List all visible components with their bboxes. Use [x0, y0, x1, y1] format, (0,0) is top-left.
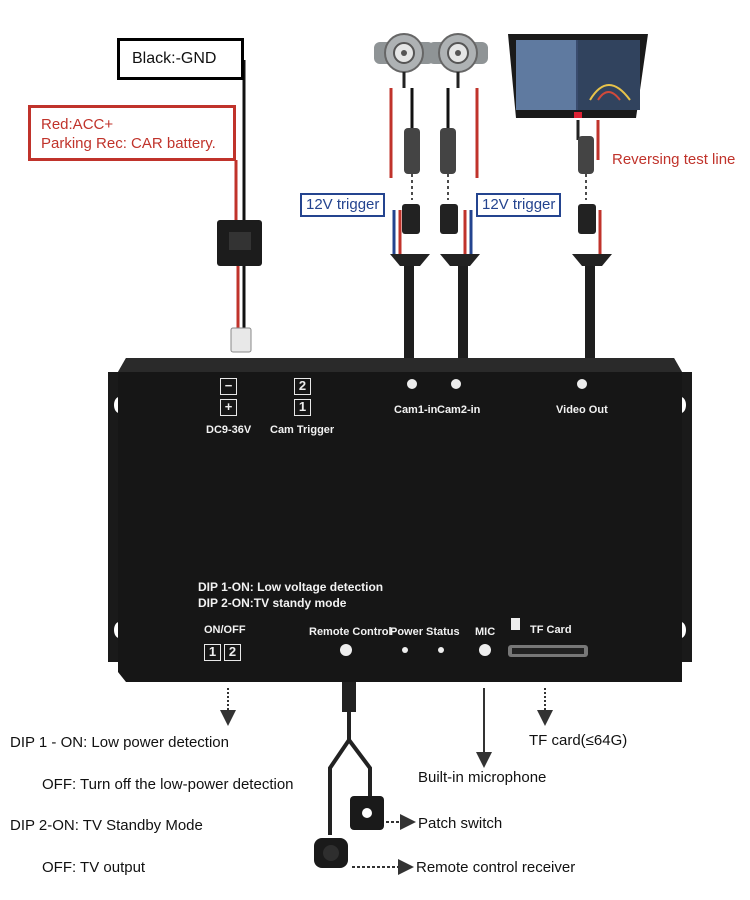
arrows: [220, 688, 553, 875]
tf-card-slot-label: TF Card: [530, 624, 572, 636]
dip2-on-note: DIP 2-ON: TV Standby Mode: [10, 817, 203, 834]
power-led-label: Power: [390, 626, 424, 638]
monitor: [508, 34, 648, 358]
mic-label: MIC: [475, 626, 496, 638]
remote-control-label: Remote Control: [309, 626, 392, 638]
cam1-port-label: Cam1-in: [394, 404, 438, 416]
video-out-label: Video Out: [556, 404, 608, 416]
patch-switch-note: Patch switch: [418, 815, 503, 832]
power-minus: −: [220, 378, 237, 395]
remote-cable: [314, 682, 384, 868]
acc-line2: Parking Rec: CAR battery.: [41, 135, 216, 152]
dip2-off-note: OFF: TV output: [42, 859, 146, 876]
dip-switch-2: 2: [224, 644, 241, 661]
dip-note-2: DIP 2-ON:TV standy mode: [198, 596, 347, 610]
trigger-label-right: 12V trigger: [476, 193, 562, 217]
device-body: [108, 358, 692, 682]
ground-label: Black:-GND: [117, 38, 244, 80]
reversing-label: Reversing test line: [612, 151, 736, 168]
trigger-label-left: 12V trigger: [300, 193, 386, 217]
dip-note-1: DIP 1-ON: Low voltage detection: [198, 580, 384, 594]
trigger-pin-1: 1: [294, 399, 311, 416]
remote-receiver-note: Remote control receiver: [416, 859, 576, 876]
cam2-port-label: Cam2-in: [437, 404, 481, 416]
trigger-pin-2: 2: [294, 378, 311, 395]
power-cable: [217, 60, 262, 353]
status-led-label: Status: [426, 626, 460, 638]
onoff-label: ON/OFF: [204, 624, 246, 636]
camera-2: [428, 33, 488, 358]
cam-trigger-label: Cam Trigger: [270, 424, 335, 436]
microphone-note: Built-in microphone: [418, 769, 547, 786]
acc-line1: Red:ACC+: [41, 116, 114, 133]
power-input-label: DC9-36V: [206, 424, 252, 436]
power-plus: +: [220, 399, 237, 416]
camera-1: [374, 33, 434, 358]
tf-card-note: TF card(≤64G): [529, 732, 628, 749]
dip-switch-1: 1: [204, 644, 221, 661]
acc-label: Red:ACC+ Parking Rec: CAR battery.: [28, 105, 236, 161]
dip1-on-note: DIP 1 - ON: Low power detection: [10, 734, 229, 751]
dip1-off-note: OFF: Turn off the low-power detection: [42, 776, 294, 793]
